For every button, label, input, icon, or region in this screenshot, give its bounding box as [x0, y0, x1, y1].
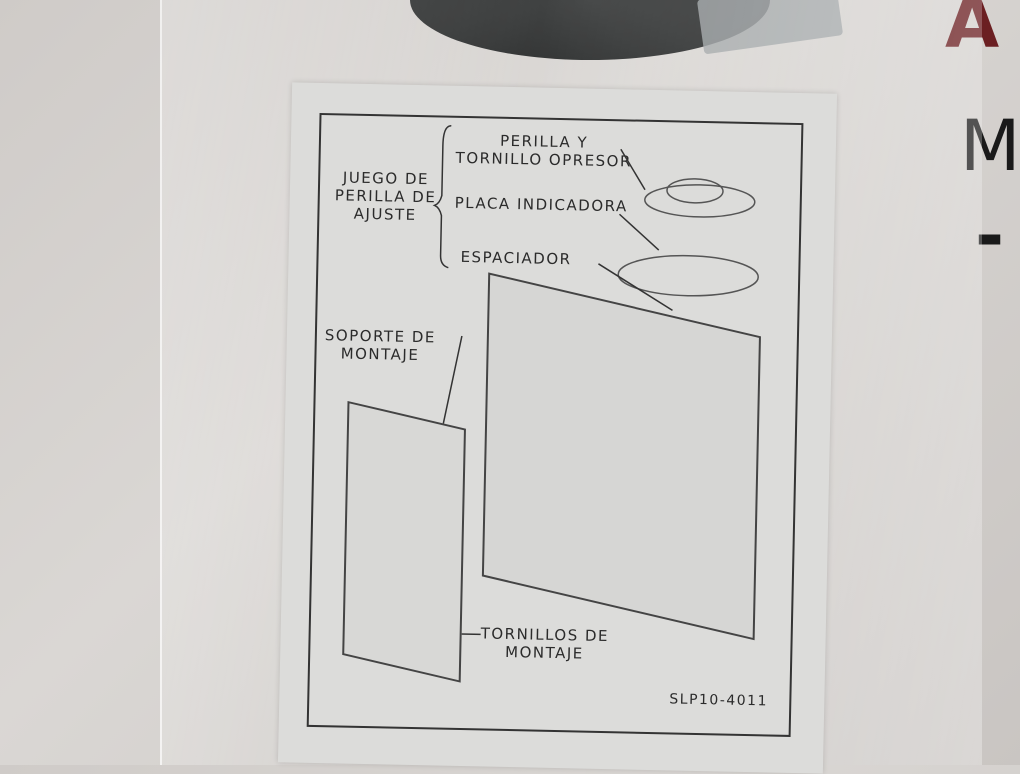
thermostat-body-drawing: [481, 272, 761, 641]
part-number: SLP10-4011: [669, 691, 769, 710]
instruction-sheet: JUEGO DE PERILLA DE AJUSTE PERILLA Y TOR…: [277, 82, 838, 774]
mounting-bracket-drawing: [342, 400, 466, 683]
background-dash: -: [975, 195, 1005, 277]
screws-label: TORNILLOS DE MONTAJE: [480, 624, 610, 663]
bracket-label: SOPORTE DE MONTAJE: [324, 326, 437, 365]
background-letter-a: A: [945, 0, 999, 64]
background-letter-m: M: [960, 105, 1020, 187]
